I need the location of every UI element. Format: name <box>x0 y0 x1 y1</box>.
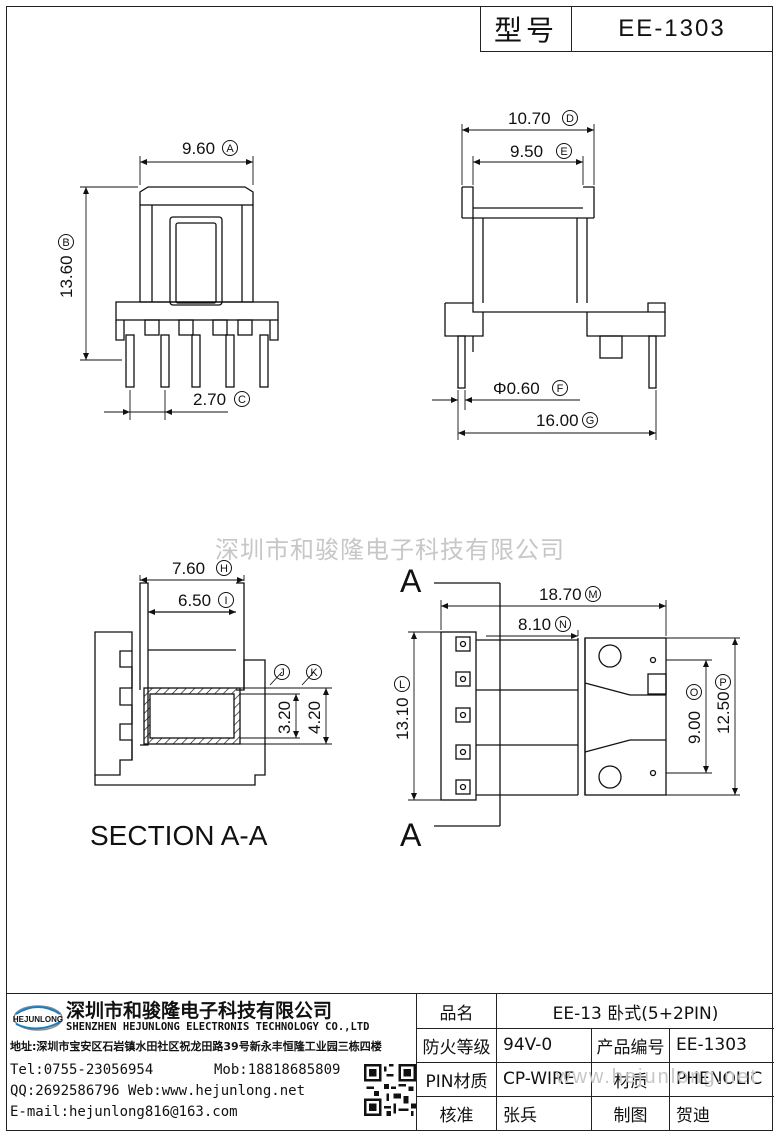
svg-text:L: L <box>399 679 405 691</box>
model-label: 型号 <box>481 7 572 51</box>
watermark: 深圳市和骏隆电子科技有限公司 <box>215 536 565 564</box>
dim-m-tag: M <box>585 586 601 602</box>
qr-code-icon <box>364 1064 416 1116</box>
product-name-value: EE-13 卧式(5+2PIN) <box>552 1003 719 1024</box>
dim-l-tag: L <box>394 676 410 692</box>
company-email: E-mail:hejunlong816@163.com <box>10 1104 238 1120</box>
dim-b-tag: B <box>58 234 74 250</box>
svg-text:B: B <box>62 237 69 249</box>
material-label: 材质 <box>592 1062 670 1096</box>
bottom-view <box>408 582 740 827</box>
dim-l-value: 13.10 <box>393 697 412 740</box>
svg-text:C: C <box>238 394 246 406</box>
product-code-label: 产品编号 <box>592 1028 670 1062</box>
company-info: HEJUNLONG 深圳市和骏隆电子科技有限公司 SHENZHEN HEJUNL… <box>6 994 416 1131</box>
company-name-cn: 深圳市和骏隆电子科技有限公司 <box>66 1000 333 1022</box>
dim-f-value: Φ0.60 <box>493 379 540 398</box>
cut-label-bottom: A <box>400 817 422 853</box>
dim-o-value: 9.00 <box>685 711 704 744</box>
material-value: PHENOLIC <box>676 1069 763 1089</box>
dim-a-tag: A <box>222 140 238 156</box>
svg-text:J: J <box>279 667 285 679</box>
dim-c-value: 2.70 <box>193 390 226 409</box>
svg-text:I: I <box>224 595 227 607</box>
svg-text:O: O <box>690 687 699 699</box>
svg-text:A: A <box>226 143 234 155</box>
svg-text:M: M <box>588 589 597 601</box>
front-view <box>80 156 279 420</box>
svg-text:G: G <box>586 415 595 427</box>
dim-p-value: 12.50 <box>714 691 733 734</box>
dim-j-tag: J <box>274 664 290 680</box>
dim-m-value: 18.70 <box>539 585 582 604</box>
svg-text:H: H <box>220 563 228 575</box>
dim-a-value: 9.60 <box>182 139 215 158</box>
product-code-value: EE-1303 <box>676 1035 747 1055</box>
fire-rating-label: 防火等级 <box>417 1028 497 1062</box>
checker-label: 核准 <box>417 1096 497 1130</box>
spec-row-fire-rating: 防火等级 94V-0 产品编号 EE-1303 <box>417 1028 774 1063</box>
product-name-label: 品名 <box>417 994 497 1028</box>
dim-d-tag: D <box>562 110 578 126</box>
dim-n-value: 8.10 <box>518 615 551 634</box>
dim-o-tag: O <box>686 684 702 700</box>
dim-f-tag: F <box>552 380 568 396</box>
drawer-value: 贺迪 <box>676 1105 710 1126</box>
section-caption: SECTION A-A <box>90 820 268 851</box>
dim-e-tag: E <box>556 143 572 159</box>
spec-row-material: PIN材质 CP-WIRE 材质 PHENOLIC <box>417 1062 774 1097</box>
dim-g-tag: G <box>582 412 598 428</box>
spec-row-approval: 核准 张兵 制图 贺迪 <box>417 1096 774 1131</box>
svg-text:HEJUNLONG: HEJUNLONG <box>13 1015 63 1024</box>
svg-text:P: P <box>719 677 726 689</box>
dim-e-value: 9.50 <box>510 142 543 161</box>
side-view <box>432 124 666 440</box>
drawer-label: 制图 <box>592 1096 670 1130</box>
company-tel: Tel:0755-23056954 <box>10 1062 154 1078</box>
dim-b-value: 13.60 <box>57 255 76 298</box>
dim-h-tag: H <box>216 560 232 576</box>
pin-material-label: PIN材质 <box>417 1062 497 1096</box>
dim-g-value: 16.00 <box>536 411 579 430</box>
dim-k-tag: K <box>306 664 322 680</box>
model-box: 型号 EE-1303 <box>480 6 773 52</box>
section-view <box>94 575 332 786</box>
dim-h-value: 7.60 <box>172 559 205 578</box>
svg-text:K: K <box>310 667 318 679</box>
pin-material-value: CP-WIRE <box>497 1062 592 1096</box>
title-block <box>6 993 773 1132</box>
svg-text:E: E <box>560 146 567 158</box>
company-mob: Mob:18818685809 <box>214 1062 341 1078</box>
company-logo: HEJUNLONG <box>13 1005 63 1031</box>
dim-c-tag: C <box>234 391 250 407</box>
svg-text:D: D <box>566 113 574 125</box>
cut-label-top: A <box>400 563 422 599</box>
drawing-frame <box>6 6 773 1131</box>
dim-j-value: 3.20 <box>275 701 294 734</box>
company-name-en: SHENZHEN HEJUNLONG ELECTRONIS TECHNOLOGY… <box>66 1021 370 1033</box>
dim-k-value: 4.20 <box>305 701 324 734</box>
technical-drawing: 9.60 A 13.60 B 2.70 C 10.70 D 9.50 E Φ0.… <box>57 109 740 853</box>
dim-d-value: 10.70 <box>508 109 551 128</box>
spec-row-product-name: 品名 EE-13 卧式(5+2PIN) <box>417 994 774 1029</box>
spec-table: 品名 EE-13 卧式(5+2PIN) 防火等级 94V-0 产品编号 EE-1… <box>416 994 774 1131</box>
dim-n-tag: N <box>555 616 571 632</box>
company-qq-web: QQ:2692586796 Web:www.hejunlong.net <box>10 1083 306 1099</box>
fire-rating-value: 94V-0 <box>497 1028 592 1062</box>
dim-i-tag: I <box>218 592 234 608</box>
watermark-url: www.hejunlong.net <box>556 1066 758 1088</box>
company-address: 地址:深圳市宝安区石岩镇水田社区祝龙田路39号新永丰恒隆工业园三栋四楼 <box>10 1040 382 1053</box>
svg-text:F: F <box>557 383 564 395</box>
checker-value: 张兵 <box>497 1096 592 1130</box>
model-value: EE-1303 <box>618 15 726 42</box>
dim-i-value: 6.50 <box>178 591 211 610</box>
svg-text:N: N <box>559 619 567 631</box>
dim-p-tag: P <box>715 674 731 690</box>
